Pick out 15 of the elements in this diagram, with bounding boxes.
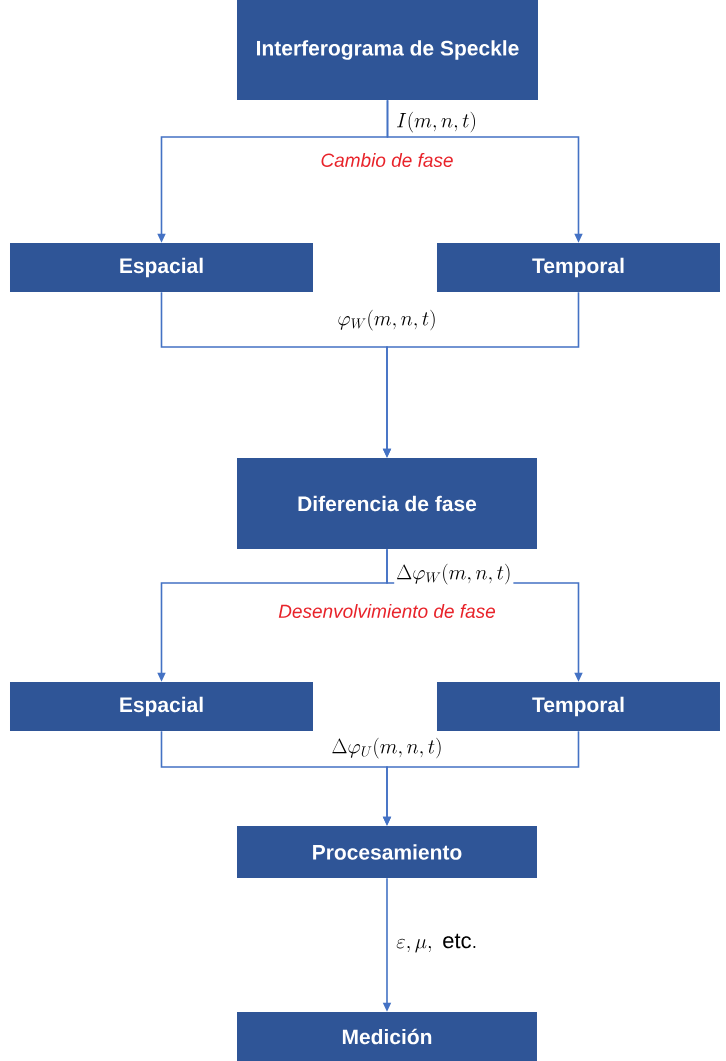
note: Cambio de fase <box>318 151 456 169</box>
process-box: Diferencia de fase <box>237 458 537 549</box>
process-box: Espacial <box>10 682 313 731</box>
edge-label: $I(m,n,t)$ <box>394 109 479 135</box>
edge-label: $\Delta\varphi_W(m,n,t)$ <box>394 561 514 587</box>
edge-label: $\Delta\varphi_U(m,n,t)$ <box>329 735 445 761</box>
process-box: Interferograma de Speckle <box>237 0 538 100</box>
process-box: Temporal <box>437 243 720 292</box>
process-box: Temporal <box>437 682 720 731</box>
edge-label: $\varphi_W(m,n,t)$ <box>335 307 439 333</box>
edge-label: $\varepsilon,\mu,\ \mathrm{etc.}$ <box>394 931 480 955</box>
note: Desenvolvimiento de fase <box>276 602 498 620</box>
process-box: Espacial <box>10 243 313 292</box>
process-box: Medición <box>237 1012 537 1061</box>
process-box: Procesamiento <box>237 826 537 878</box>
